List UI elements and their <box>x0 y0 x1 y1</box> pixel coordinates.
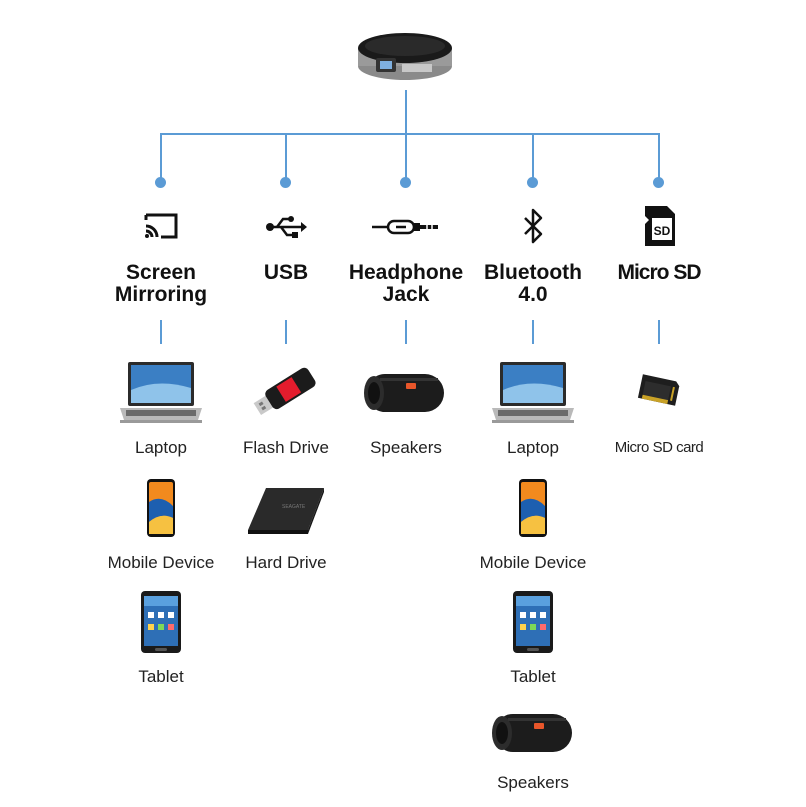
connector-drop-5 <box>658 133 660 179</box>
connector-dot-1 <box>155 177 166 188</box>
bluetooth-icon <box>521 208 545 249</box>
connector-dot-2 <box>280 177 291 188</box>
category-title-line: Headphone <box>348 261 464 284</box>
category-title-line: Micro SD <box>617 261 701 284</box>
mobile-device-image <box>518 478 548 543</box>
connector-sub-3 <box>405 320 407 344</box>
category-title-line: 4.0 <box>518 283 548 306</box>
category-title-screen-mirroring: Screen Mirroring <box>86 262 236 306</box>
category-title-line: Bluetooth <box>484 261 582 284</box>
device-label-mobile-device: Mobile Device <box>479 553 587 572</box>
micro-sd-card-image <box>634 372 684 413</box>
usb-icon <box>265 214 307 245</box>
device-label-mobile-device: Mobile Device <box>107 553 215 572</box>
device-label-tablet: Tablet <box>510 667 556 686</box>
speaker-image <box>488 708 578 763</box>
category-title-bluetooth: Bluetooth 4.0 <box>458 262 608 306</box>
device-label-laptop: Laptop <box>135 438 187 457</box>
device-label-hard-drive: Hard Drive <box>245 553 327 572</box>
device-label-flash-drive: Flash Drive <box>243 438 329 457</box>
connector-dot-4 <box>527 177 538 188</box>
connector-drop-1 <box>160 133 162 179</box>
category-title-line: USB <box>263 261 309 284</box>
hard-drive-image: SEAGATE <box>246 486 326 541</box>
connector-sub-1 <box>160 320 162 344</box>
connector-drop-2 <box>285 133 287 179</box>
connector-sub-4 <box>532 320 534 344</box>
connector-sub-2 <box>285 320 287 344</box>
device-label-tablet: Tablet <box>138 667 184 686</box>
connector-drop-3 <box>405 133 407 179</box>
flash-drive-image <box>247 365 323 426</box>
micro-sd-icon: SD <box>643 204 677 253</box>
svg-text:SD: SD <box>654 224 671 238</box>
svg-text:SEAGATE: SEAGATE <box>282 504 306 510</box>
device-label-laptop: Laptop <box>507 438 559 457</box>
headphone-jack-icon <box>372 217 440 242</box>
tablet-image <box>512 590 554 659</box>
laptop-image <box>118 360 204 431</box>
connector-drop-4 <box>532 133 534 179</box>
category-title-usb: USB <box>211 262 361 284</box>
laptop-image <box>490 360 576 431</box>
category-title-headphone-jack: Headphone Jack <box>331 262 481 306</box>
connector-bus <box>160 133 660 135</box>
speaker-image <box>360 368 450 423</box>
category-title-line: Jack <box>382 283 430 306</box>
connector-trunk <box>405 90 407 133</box>
mobile-device-image <box>146 478 176 543</box>
projector-image <box>356 18 454 90</box>
screen-mirroring-icon <box>143 211 179 246</box>
device-label-micro-sd-card: Micro SD card <box>614 439 704 456</box>
tablet-image <box>140 590 182 659</box>
device-label-speakers: Speakers <box>497 773 569 792</box>
connector-dot-3 <box>400 177 411 188</box>
device-label-speakers: Speakers <box>370 438 442 457</box>
connector-sub-5 <box>658 320 660 344</box>
category-title-micro-sd: Micro SD <box>584 262 734 284</box>
connector-dot-5 <box>653 177 664 188</box>
category-title-line: Mirroring <box>114 283 208 306</box>
category-title-line: Screen <box>125 261 197 284</box>
